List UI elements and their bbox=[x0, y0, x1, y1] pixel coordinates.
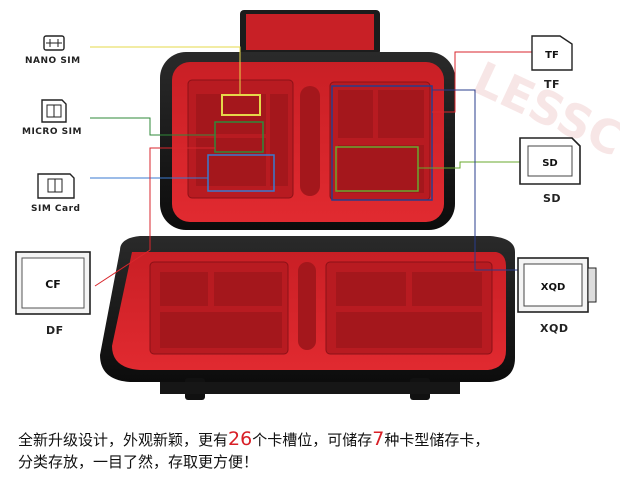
xqd-card-icon: XQD bbox=[517, 257, 597, 313]
case-lid bbox=[160, 10, 455, 230]
caption-part1: 全新升级设计，外观新颖，更有 bbox=[18, 431, 229, 449]
label-cf: DF bbox=[46, 324, 64, 337]
label-micro-sim: MICRO SIM bbox=[22, 127, 82, 137]
svg-text:XQD: XQD bbox=[541, 282, 566, 293]
label-xqd: XQD bbox=[540, 322, 569, 335]
caption-part2: 个卡槽位，可储存 bbox=[252, 431, 373, 449]
svg-text:CF: CF bbox=[45, 278, 61, 291]
cf-card-icon: CF bbox=[15, 251, 91, 315]
callout-lines bbox=[90, 46, 532, 287]
nano-sim-icon bbox=[43, 35, 65, 51]
sd-card-icon: SD bbox=[519, 137, 581, 185]
label-tf: TF bbox=[544, 78, 561, 91]
tf-card-icon: TF bbox=[531, 35, 573, 71]
caption-slots-count: 26 bbox=[228, 428, 253, 450]
case-tray bbox=[100, 236, 515, 400]
caption: 全新升级设计，外观新颖，更有26个卡槽位，可储存7种卡型储存卡， 分类存放，一目… bbox=[18, 428, 608, 473]
caption-types-count: 7 bbox=[372, 428, 385, 450]
svg-text:SD: SD bbox=[542, 158, 558, 169]
label-sd: SD bbox=[543, 192, 562, 205]
sim-card-icon bbox=[37, 173, 75, 199]
label-nano-sim: NANO SIM bbox=[25, 56, 81, 66]
caption-part3: 种卡型储存卡， bbox=[384, 431, 490, 449]
svg-text:TF: TF bbox=[545, 50, 559, 61]
micro-sim-icon bbox=[41, 99, 67, 123]
caption-line2: 分类存放，一目了然，存取更方便！ bbox=[18, 453, 259, 471]
label-sim-card: SIM Card bbox=[31, 204, 81, 214]
